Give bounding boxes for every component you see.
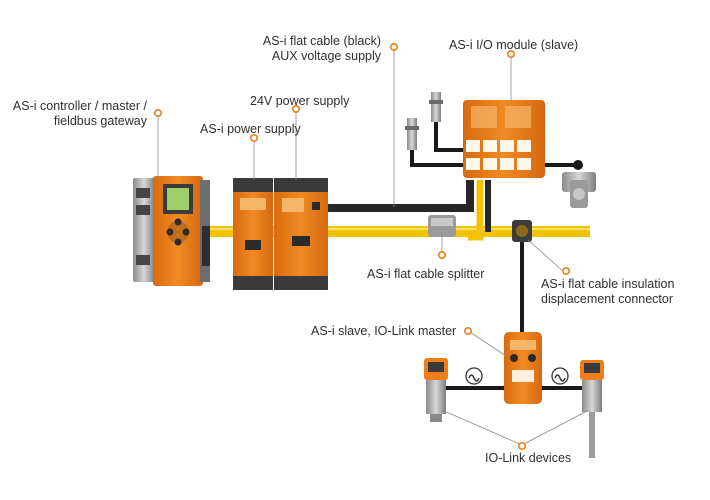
24v-power-supply-device — [274, 178, 328, 290]
iolink-master-device — [504, 332, 542, 404]
pressure-sensor-left — [424, 358, 448, 422]
label-24v-power-supply: 24V power supply — [250, 94, 350, 108]
inductive-sensor-left — [405, 118, 419, 150]
flat-cable-splitter-device — [428, 215, 456, 237]
marker-asi-power — [250, 134, 259, 143]
label-controller: AS-i controller / master / fieldbus gate… — [0, 99, 147, 129]
label-asi-power-supply: AS-i power supply — [200, 122, 301, 136]
asi-power-supply-device — [233, 178, 273, 290]
label-io-module: AS-i I/O module (slave) — [449, 38, 579, 52]
label-aux-cable-line2: AUX voltage supply — [271, 49, 381, 63]
label-iolink-master: AS-i slave, IO-Link master — [311, 324, 457, 338]
asi-controller-device — [133, 176, 210, 286]
marker-controller — [154, 109, 163, 118]
marker-iolink-master — [463, 326, 472, 335]
marker-io-module — [506, 49, 515, 58]
label-aux-cable-line1: AS-i flat cable (black) — [262, 34, 381, 48]
marker-iolink-devices — [517, 441, 526, 450]
leader-iolink-master — [469, 331, 507, 357]
inductive-sensor-right — [429, 92, 443, 122]
leader-idc — [527, 239, 564, 272]
iolink-symbol-icon — [551, 367, 569, 385]
iolink-symbol-icon — [465, 367, 483, 385]
marker-aux-cable — [389, 42, 398, 51]
label-controller-line1: AS-i controller / master / — [12, 99, 147, 113]
pneumatic-valve-device — [562, 172, 596, 208]
label-controller-line2: fieldbus gateway — [53, 114, 147, 128]
marker-24v-power — [291, 105, 300, 114]
asi-io-module-device — [463, 100, 545, 178]
aux-black-flat-cable — [320, 180, 474, 212]
asi-yellow-flat-cable — [195, 226, 590, 237]
marker-idc — [561, 266, 570, 275]
label-idc-line2: displacement connector — [541, 292, 674, 306]
label-aux-cable: AS-i flat cable (black) AUX voltage supp… — [240, 34, 381, 64]
leader-iolink-devices — [441, 409, 590, 446]
label-splitter: AS-i flat cable splitter — [367, 267, 485, 281]
temperature-sensor-right — [580, 360, 604, 458]
label-idc-line1: AS-i flat cable insulation — [541, 277, 675, 291]
label-idc: AS-i flat cable insulation displacement … — [541, 277, 674, 307]
sensor-cable-left — [410, 150, 470, 167]
label-iolink-devices: IO-Link devices — [485, 451, 572, 465]
idc-connector-device — [512, 220, 532, 242]
asi-yellow-branch — [468, 180, 484, 241]
marker-splitter — [437, 251, 446, 260]
